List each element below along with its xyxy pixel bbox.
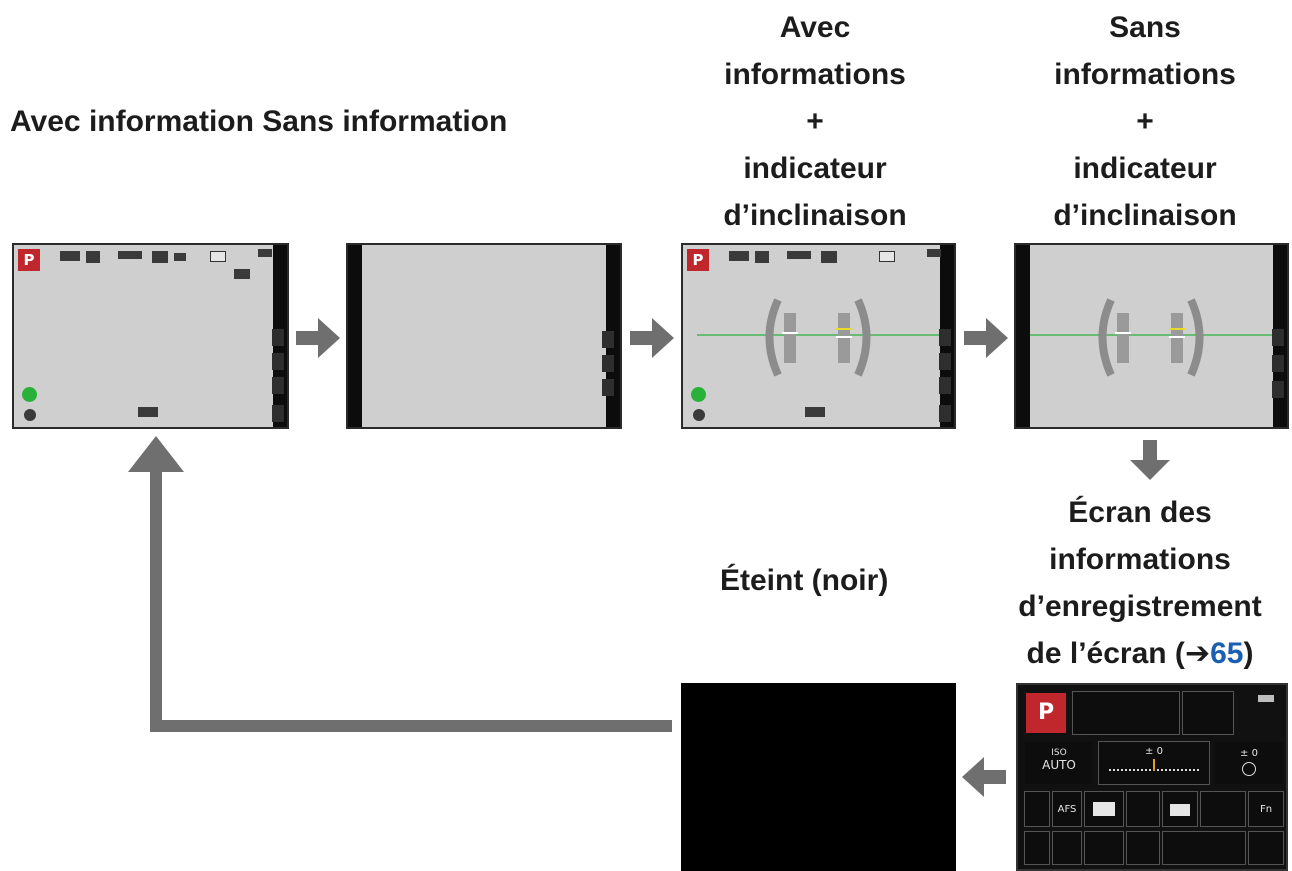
mode-icon: P: [687, 249, 709, 271]
aspect-icon: [879, 251, 895, 262]
quality-icon: [60, 251, 80, 261]
info-cell-card: [1162, 831, 1246, 865]
focus-indicator-icon: [691, 387, 706, 402]
format-icon: [787, 251, 811, 259]
page-reference: 65: [1210, 637, 1244, 670]
touch-tab-icon: [939, 353, 951, 370]
stabilizer-icon: [821, 251, 837, 263]
mode-icon: P: [18, 249, 40, 271]
metering-icon: [234, 269, 250, 279]
screen-with-info: P: [12, 243, 289, 429]
af-icon: [86, 251, 100, 263]
info-cell-quality: [1024, 831, 1050, 865]
af-icon: [755, 251, 769, 263]
return-flow-line: [150, 468, 162, 732]
screen-without-info: [346, 243, 622, 429]
touch-tab-icon: [939, 377, 951, 394]
focus-indicator-icon: [22, 387, 37, 402]
label-without-info-level: Sans informations + indicateur d’inclina…: [1053, 11, 1237, 232]
battery-icon: [927, 249, 941, 257]
label-rec-info: Écran des informations d’enregistrement …: [1018, 496, 1262, 670]
info-cell-photo-style: [1162, 791, 1198, 827]
info-cell-remaining: [1248, 831, 1284, 865]
info-cell-af-area: [1084, 791, 1124, 827]
touch-tab-icon: [602, 355, 614, 372]
label-without-info: Sans information: [262, 105, 508, 138]
label-off-black: Éteint (noir): [720, 564, 889, 597]
photo-style-icon: [174, 253, 186, 261]
touch-tab-icon: [1272, 355, 1284, 372]
info-cell-flash: ± 0: [1214, 741, 1284, 785]
info-cell-iso: ISO AUTO: [1024, 741, 1094, 785]
touch-tab-icon: [272, 329, 284, 346]
level-gauge-icon: [1030, 298, 1274, 377]
stabilizer-status-icon: [693, 409, 705, 421]
stabilizer-status-icon: [24, 409, 36, 421]
touch-tab-icon: [602, 331, 614, 348]
info-cell-af-mode: AFS: [1052, 791, 1082, 827]
exposure-meter-icon: [805, 407, 825, 417]
touch-tab-icon: [1272, 329, 1284, 346]
touch-tab-icon: [272, 377, 284, 394]
touch-tab-icon: [602, 379, 614, 396]
arrow-right-icon: [630, 318, 674, 358]
screen-with-info-level: P: [681, 243, 956, 429]
quality-icon: [729, 251, 749, 261]
info-cell-drive: [1024, 791, 1050, 827]
touch-tab-icon: [939, 329, 951, 346]
screen-recording-info: P ISO AUTO ± 0 ± 0 AFS Fn: [1016, 683, 1288, 871]
aspect-icon: [210, 251, 226, 262]
info-cell-white-balance: [1126, 791, 1160, 827]
arrow-up-icon: [128, 436, 184, 472]
level-gauge-icon: [697, 298, 941, 377]
return-flow-line: [150, 720, 672, 732]
info-cell-flash-mode: [1200, 791, 1246, 827]
info-cell-size: [1052, 831, 1082, 865]
label-with-info: Avec information Sans information: [10, 105, 508, 138]
exposure-meter-icon: [138, 407, 158, 417]
info-cell-aperture: [1182, 691, 1234, 735]
battery-icon: [1258, 695, 1274, 702]
arrow-right-icon: [296, 318, 340, 358]
screen-off-black: [681, 683, 956, 871]
arrow-left-icon: [962, 757, 1006, 797]
touch-tab-icon: [939, 405, 951, 422]
screen-without-info-level: [1014, 243, 1289, 429]
label-with-info-level: Avec informations + indicateur d’inclina…: [723, 11, 907, 232]
touch-tab-icon: [1272, 381, 1284, 398]
info-cell-exposure: ± 0: [1098, 741, 1210, 785]
arrow-right-icon: ➔: [1184, 637, 1211, 670]
touch-tab-icon: [272, 353, 284, 370]
info-cell-shutter: [1072, 691, 1180, 735]
info-cell-metering: [1084, 831, 1124, 865]
mode-icon: P: [1026, 693, 1066, 733]
arrow-down-icon: [1130, 440, 1170, 480]
info-cell-fn: Fn: [1248, 791, 1284, 827]
battery-icon: [258, 249, 272, 257]
stabilizer-icon: [152, 251, 168, 263]
arrow-right-icon: [964, 318, 1008, 358]
touch-tab-icon: [272, 405, 284, 422]
info-cell-stabilizer: [1126, 831, 1160, 865]
format-icon: [118, 251, 142, 259]
